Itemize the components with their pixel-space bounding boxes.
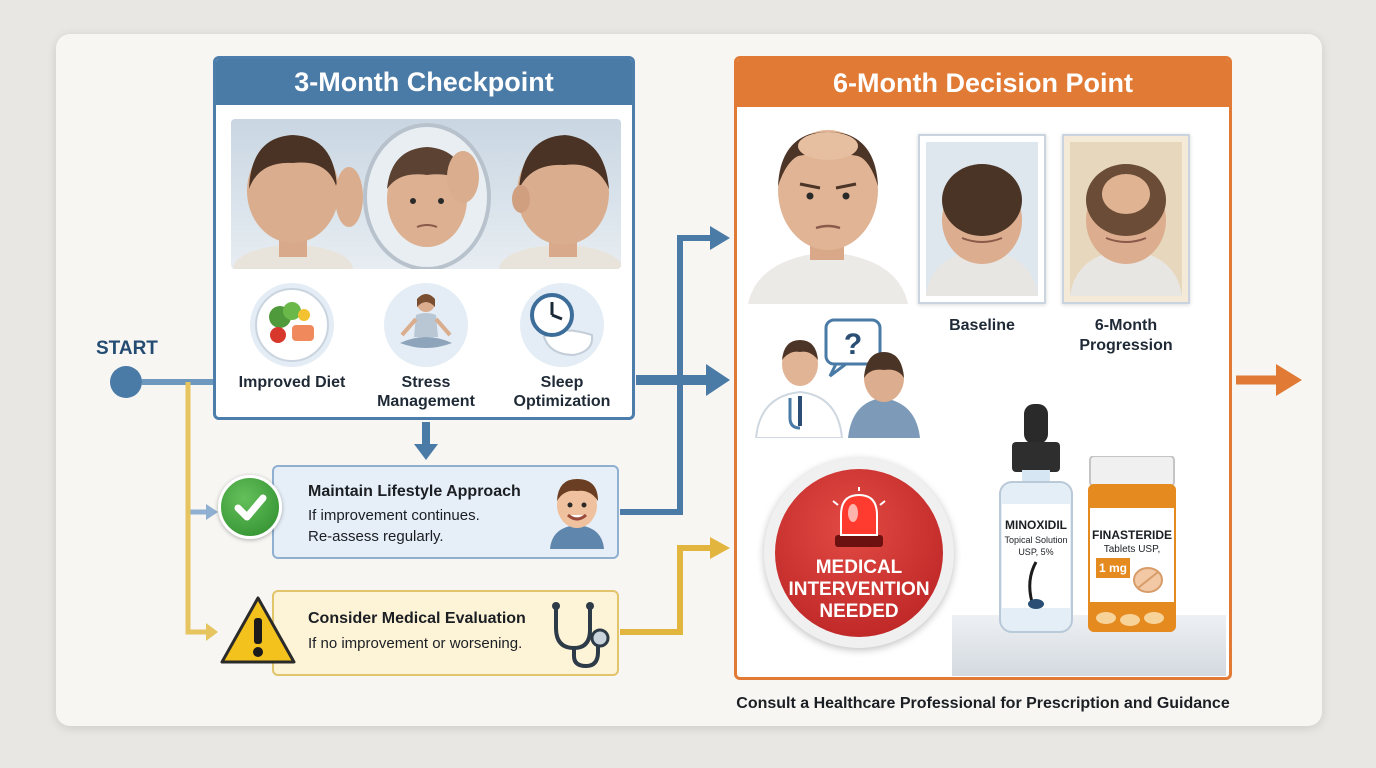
minoxidil-line2: USP, 5% — [1000, 547, 1072, 557]
siren-icon — [829, 487, 889, 549]
stress-management-label: Stress Management — [360, 373, 492, 411]
self-examination-photo — [231, 119, 621, 269]
progression-caption: 6-Month Progression — [1056, 316, 1196, 356]
branch-maintain-arrow — [206, 504, 218, 520]
finasteride-line1: Tablets USP, — [1090, 544, 1174, 555]
alert-text: MEDICAL INTERVENTION NEEDED — [775, 557, 943, 623]
food-plate-icon — [250, 283, 334, 367]
start-label: START — [96, 338, 158, 360]
six-month-title: 6-Month Decision Point — [737, 59, 1229, 107]
three-month-checkpoint-panel: 3-Month Checkpoint — [213, 56, 635, 420]
improved-diet-label: Improved Diet — [226, 373, 358, 392]
three-month-title: 3-Month Checkpoint — [216, 59, 632, 105]
checkmark-icon — [218, 475, 282, 539]
consider-up-arrow — [710, 537, 730, 559]
maintain-title: Maintain Lifestyle Approach — [308, 483, 521, 501]
stress-management-item: Stress Management — [360, 283, 492, 411]
panel-link-arrow — [706, 364, 730, 396]
warning-icon — [218, 594, 298, 666]
branch-consider-arrow — [206, 623, 218, 641]
sleep-optimization-label: Sleep Optimization — [496, 373, 628, 411]
down-arrow — [414, 444, 438, 460]
sleep-optimization-item: Sleep Optimization — [496, 283, 628, 411]
consider-line1: If no improvement or worsening. — [308, 633, 522, 654]
doctor-consultation-illustration: ? — [750, 318, 926, 438]
maintain-line1: If improvement continues. — [308, 505, 480, 526]
meditation-icon — [384, 283, 468, 367]
lifestyle-icons: Improved Diet Stress Management — [226, 283, 626, 413]
start-dot — [110, 366, 142, 398]
maintain-lifestyle-box: Maintain Lifestyle Approach If improveme… — [272, 465, 619, 559]
svg-text:?: ? — [844, 328, 862, 361]
footer-note: Consult a Healthcare Professional for Pr… — [734, 695, 1232, 713]
finasteride-name: FINASTERIDE — [1090, 528, 1174, 542]
clock-pillow-icon — [520, 283, 604, 367]
branch-consider-line — [188, 382, 206, 632]
exit-arrow — [1276, 364, 1302, 396]
maintain-up-arrow — [710, 226, 730, 250]
consider-title: Consider Medical Evaluation — [308, 610, 526, 628]
medical-intervention-alert: MEDICAL INTERVENTION NEEDED — [764, 458, 954, 648]
concerned-man-portrait — [748, 120, 908, 304]
baseline-photo — [918, 134, 1046, 304]
consider-medical-box: Consider Medical Evaluation If no improv… — [272, 590, 619, 676]
stethoscope-icon — [546, 600, 612, 670]
minoxidil-name: MINOXIDIL — [1000, 518, 1072, 532]
finasteride-dose: 1 mg — [1096, 561, 1130, 575]
improved-diet-item: Improved Diet — [226, 283, 358, 392]
branch-maintain-line — [188, 382, 206, 512]
baseline-caption: Baseline — [912, 316, 1052, 336]
smiling-man-icon — [546, 475, 608, 549]
maintain-line2: Re-assess regularly. — [308, 526, 444, 547]
progression-photo — [1062, 134, 1190, 304]
consider-up-line — [620, 548, 712, 632]
minoxidil-line1: Topical Solution — [1000, 535, 1072, 545]
